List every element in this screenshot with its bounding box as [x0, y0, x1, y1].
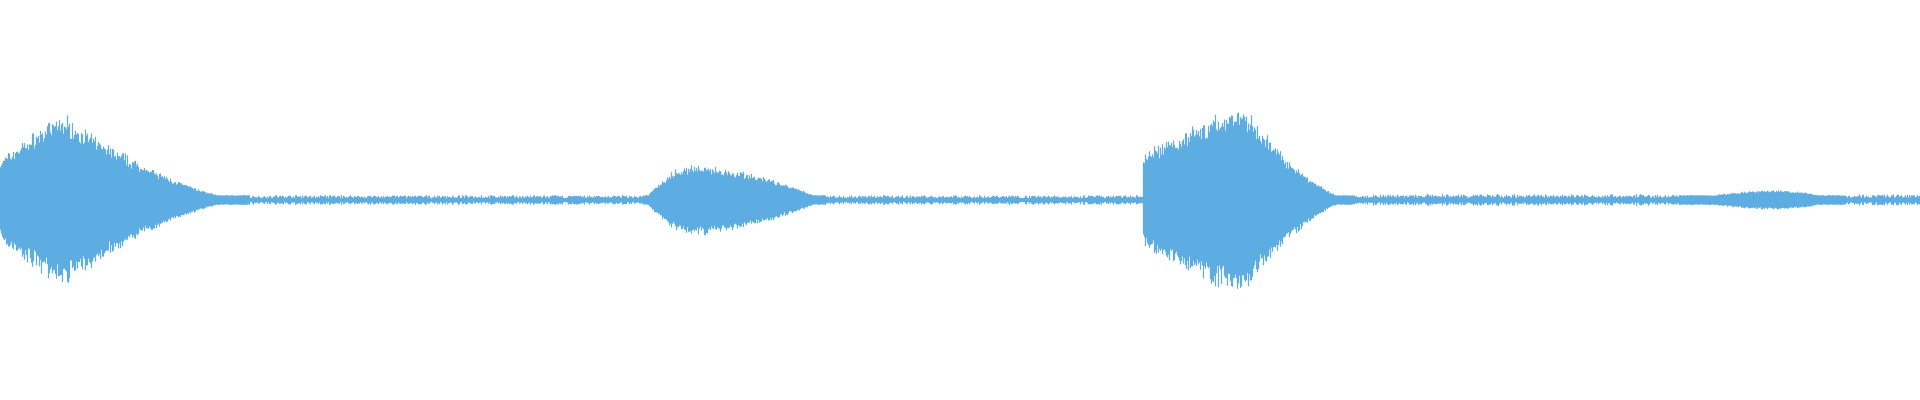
waveform-bars — [0, 112, 1920, 289]
